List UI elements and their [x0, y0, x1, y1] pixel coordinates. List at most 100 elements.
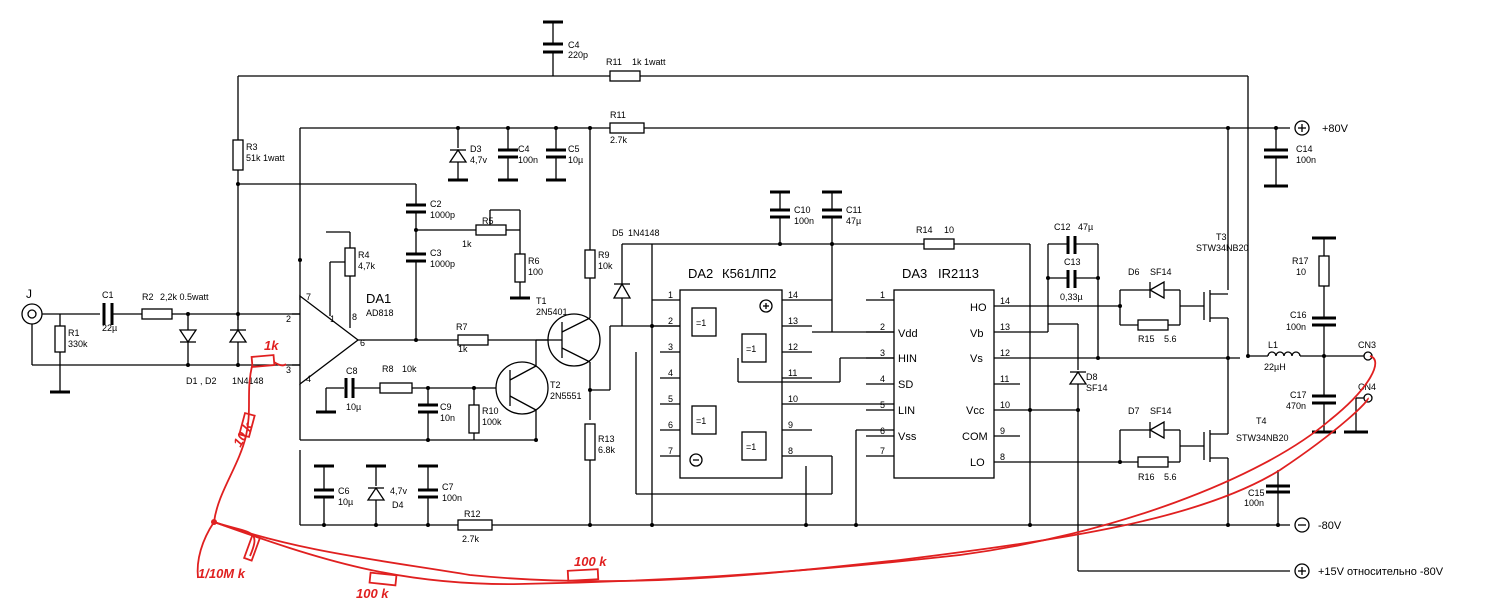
- svg-text:R16: R16: [1138, 472, 1155, 482]
- svg-text:1k: 1k: [458, 344, 468, 354]
- r3: R3 51k 1watt: [232, 139, 417, 205]
- svg-text:47µ: 47µ: [1078, 222, 1093, 232]
- input-jack: J: [21, 287, 300, 394]
- da2-chip: DA2 К561ЛП2 =1 =1 =1 =1 1 2 3 4 5 6 7: [652, 266, 812, 479]
- svg-text:IR2113: IR2113: [938, 266, 979, 281]
- svg-text:14: 14: [788, 290, 798, 300]
- svg-text:DA3: DA3: [902, 266, 927, 281]
- svg-text:22µ: 22µ: [102, 323, 117, 333]
- svg-text:100k: 100k: [482, 417, 502, 427]
- svg-text:C3: C3: [430, 248, 442, 258]
- r6: R6 100: [510, 253, 543, 300]
- svg-text:10µ: 10µ: [568, 155, 583, 165]
- svg-text:7: 7: [668, 446, 673, 456]
- t3: T3 STW34NB20: [1196, 232, 1249, 360]
- c4: C4 100n: [498, 126, 538, 182]
- svg-text:C5: C5: [568, 144, 580, 154]
- svg-text:R1: R1: [68, 328, 80, 338]
- r11-top: R11 1k 1watt: [606, 57, 666, 82]
- svg-text:6: 6: [668, 420, 673, 430]
- svg-text:R9: R9: [598, 250, 610, 260]
- svg-text:D8: D8: [1086, 372, 1098, 382]
- svg-text:47µ: 47µ: [846, 216, 861, 226]
- c11: C11 47µ: [822, 190, 862, 246]
- c16: C16 100n: [1286, 310, 1336, 356]
- svg-text:C6: C6: [338, 486, 350, 496]
- svg-text:8: 8: [352, 312, 357, 322]
- svg-text:CN4: CN4: [1358, 382, 1376, 392]
- svg-text:Vb: Vb: [970, 328, 983, 340]
- svg-text:SF14: SF14: [1150, 406, 1172, 416]
- svg-text:R13: R13: [598, 434, 615, 444]
- d8: D8 SF14: [1048, 323, 1108, 410]
- svg-text:6: 6: [360, 338, 365, 348]
- svg-text:CN3: CN3: [1358, 340, 1376, 350]
- svg-text:10k: 10k: [402, 364, 417, 374]
- svg-text:C2: C2: [430, 199, 442, 209]
- svg-text:5: 5: [880, 400, 885, 410]
- svg-text:6: 6: [880, 426, 885, 436]
- svg-text:5.6: 5.6: [1164, 472, 1177, 482]
- svg-text:HIN: HIN: [898, 353, 917, 365]
- svg-text:R6: R6: [528, 256, 540, 266]
- svg-text:T4: T4: [1256, 416, 1267, 426]
- svg-text:DA1: DA1: [366, 291, 391, 306]
- svg-text:2: 2: [880, 322, 885, 332]
- svg-text:D1 , D2: D1 , D2: [186, 376, 217, 386]
- c5: C5 10µ: [546, 126, 583, 182]
- r5: R5 1k: [462, 209, 521, 254]
- svg-text:100n: 100n: [1244, 498, 1264, 508]
- svg-text:=1: =1: [746, 442, 756, 452]
- svg-text:Vdd: Vdd: [898, 328, 918, 340]
- svg-text:R2: R2: [142, 292, 154, 302]
- t4: T4 STW34NB20: [1203, 358, 1289, 525]
- svg-text:1: 1: [880, 290, 885, 300]
- svg-text:SF14: SF14: [1150, 267, 1172, 277]
- svg-text:2,2k 0.5watt: 2,2k 0.5watt: [160, 292, 209, 302]
- svg-text:3: 3: [880, 348, 885, 358]
- svg-text:8: 8: [788, 446, 793, 456]
- svg-text:4: 4: [306, 374, 311, 384]
- junctions: [298, 126, 1280, 527]
- svg-text:10k: 10k: [598, 261, 613, 271]
- svg-text:4: 4: [880, 374, 885, 384]
- svg-text:R3: R3: [246, 142, 258, 152]
- svg-text:HO: HO: [970, 302, 987, 314]
- c7: C7 100n: [418, 464, 462, 527]
- svg-text:470n: 470n: [1286, 401, 1306, 411]
- svg-text:100n: 100n: [518, 155, 538, 165]
- r2: R2 2,2k 0.5watt: [141, 292, 300, 320]
- svg-text:C7: C7: [442, 482, 454, 492]
- svg-text:100n: 100n: [442, 493, 462, 503]
- svg-text:R4: R4: [358, 250, 370, 260]
- svg-text:10: 10: [1296, 267, 1306, 277]
- r14: R14 10: [916, 225, 1031, 410]
- svg-text:1: 1: [330, 314, 335, 324]
- svg-text:4,7v: 4,7v: [390, 486, 408, 496]
- svg-text:C15: C15: [1248, 488, 1265, 498]
- svg-text:1k: 1k: [462, 239, 472, 249]
- svg-text:D4: D4: [392, 500, 404, 510]
- svg-text:SD: SD: [898, 379, 913, 391]
- rail-aux-label: +15V относительно -80V: [1318, 566, 1444, 578]
- svg-text:DA2: DA2: [688, 266, 713, 281]
- svg-text:C8: C8: [346, 366, 358, 376]
- svg-text:10: 10: [788, 394, 798, 404]
- svg-text:=1: =1: [746, 344, 756, 354]
- svg-text:10n: 10n: [440, 413, 455, 423]
- l1: L1 22µH: [1246, 340, 1364, 372]
- r1: R1 330k: [54, 314, 88, 365]
- svg-text:R14: R14: [916, 225, 933, 235]
- c15: C15 100n: [1244, 470, 1290, 525]
- rail-neg-label: -80V: [1318, 520, 1342, 532]
- r9: R9 10k: [584, 126, 613, 302]
- c9: C9 10n: [418, 386, 455, 442]
- svg-text:0,33µ: 0,33µ: [1060, 292, 1083, 302]
- terminal-neg80: -80V: [1294, 517, 1342, 533]
- svg-text:7: 7: [880, 446, 885, 456]
- svg-text:100n: 100n: [1296, 155, 1316, 165]
- c14: C14 100n: [1264, 126, 1316, 188]
- svg-text:1N4148: 1N4148: [232, 376, 264, 386]
- svg-text:100n: 100n: [1286, 322, 1306, 332]
